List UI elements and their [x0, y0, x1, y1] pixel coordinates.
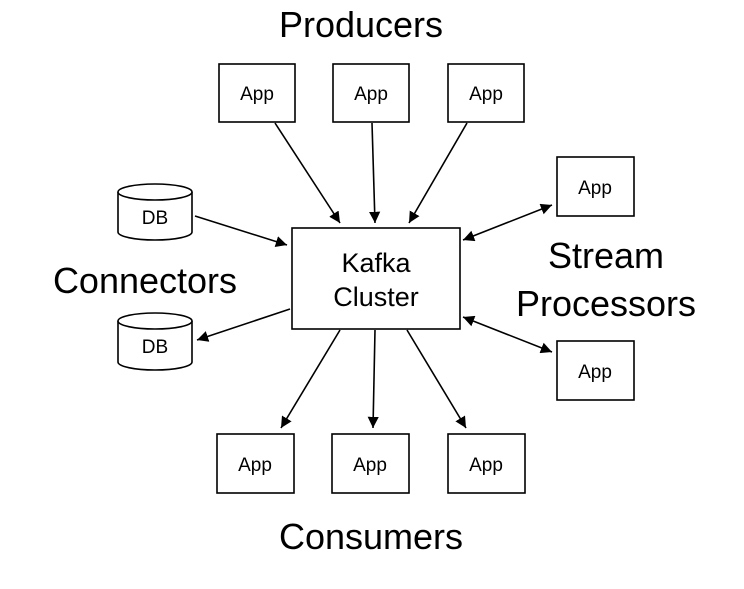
kafka-cluster-node: Kafka Cluster: [291, 227, 461, 330]
kafka-cluster-label-line2: Cluster: [333, 282, 419, 312]
stream-processors-title-line1: Stream: [548, 235, 664, 276]
producer-app-label: App: [240, 84, 274, 105]
stream-processor-app-node: App: [556, 340, 635, 401]
producer-app-label: App: [469, 84, 503, 105]
db-to-cluster-arrow: [194, 215, 288, 247]
connector-db-source-node: DB: [117, 183, 193, 241]
stream-processor-bidirectional-arrow: [462, 315, 553, 354]
cluster-to-db-arrow: [196, 308, 291, 342]
cluster-to-consumer-arrow: [406, 329, 467, 429]
stream-processor-app-label: App: [578, 362, 612, 383]
stream-processor-bidirectional-arrow: [462, 203, 553, 242]
producer-app-node: App: [447, 63, 525, 123]
connector-db-label: DB: [142, 337, 168, 358]
consumer-app-label: App: [238, 455, 272, 476]
producer-to-cluster-arrow: [408, 122, 468, 224]
consumer-app-node: App: [331, 433, 410, 494]
producer-app-node: App: [332, 63, 410, 123]
consumer-app-label: App: [353, 455, 387, 476]
kafka-cluster-label-line1: Kafka: [341, 248, 411, 278]
producer-to-cluster-arrow: [274, 122, 341, 224]
stream-processor-app-label: App: [578, 178, 612, 199]
cluster-to-consumer-arrow: [280, 329, 341, 429]
connector-db-sink-node: DB: [117, 312, 193, 371]
stream-processor-app-node: App: [556, 156, 635, 217]
producer-to-cluster-arrow: [369, 122, 381, 224]
producers-title: Producers: [279, 4, 443, 45]
producer-app-node: App: [218, 63, 296, 123]
consumer-app-node: App: [447, 433, 526, 494]
cluster-to-consumer-arrow: [367, 329, 379, 429]
producer-app-label: App: [354, 84, 388, 105]
connector-db-label: DB: [142, 208, 168, 229]
consumer-app-label: App: [469, 455, 503, 476]
consumer-app-node: App: [216, 433, 295, 494]
stream-processors-title-line2: Processors: [516, 283, 696, 324]
connectors-title: Connectors: [53, 260, 237, 301]
consumers-title: Consumers: [279, 516, 463, 557]
